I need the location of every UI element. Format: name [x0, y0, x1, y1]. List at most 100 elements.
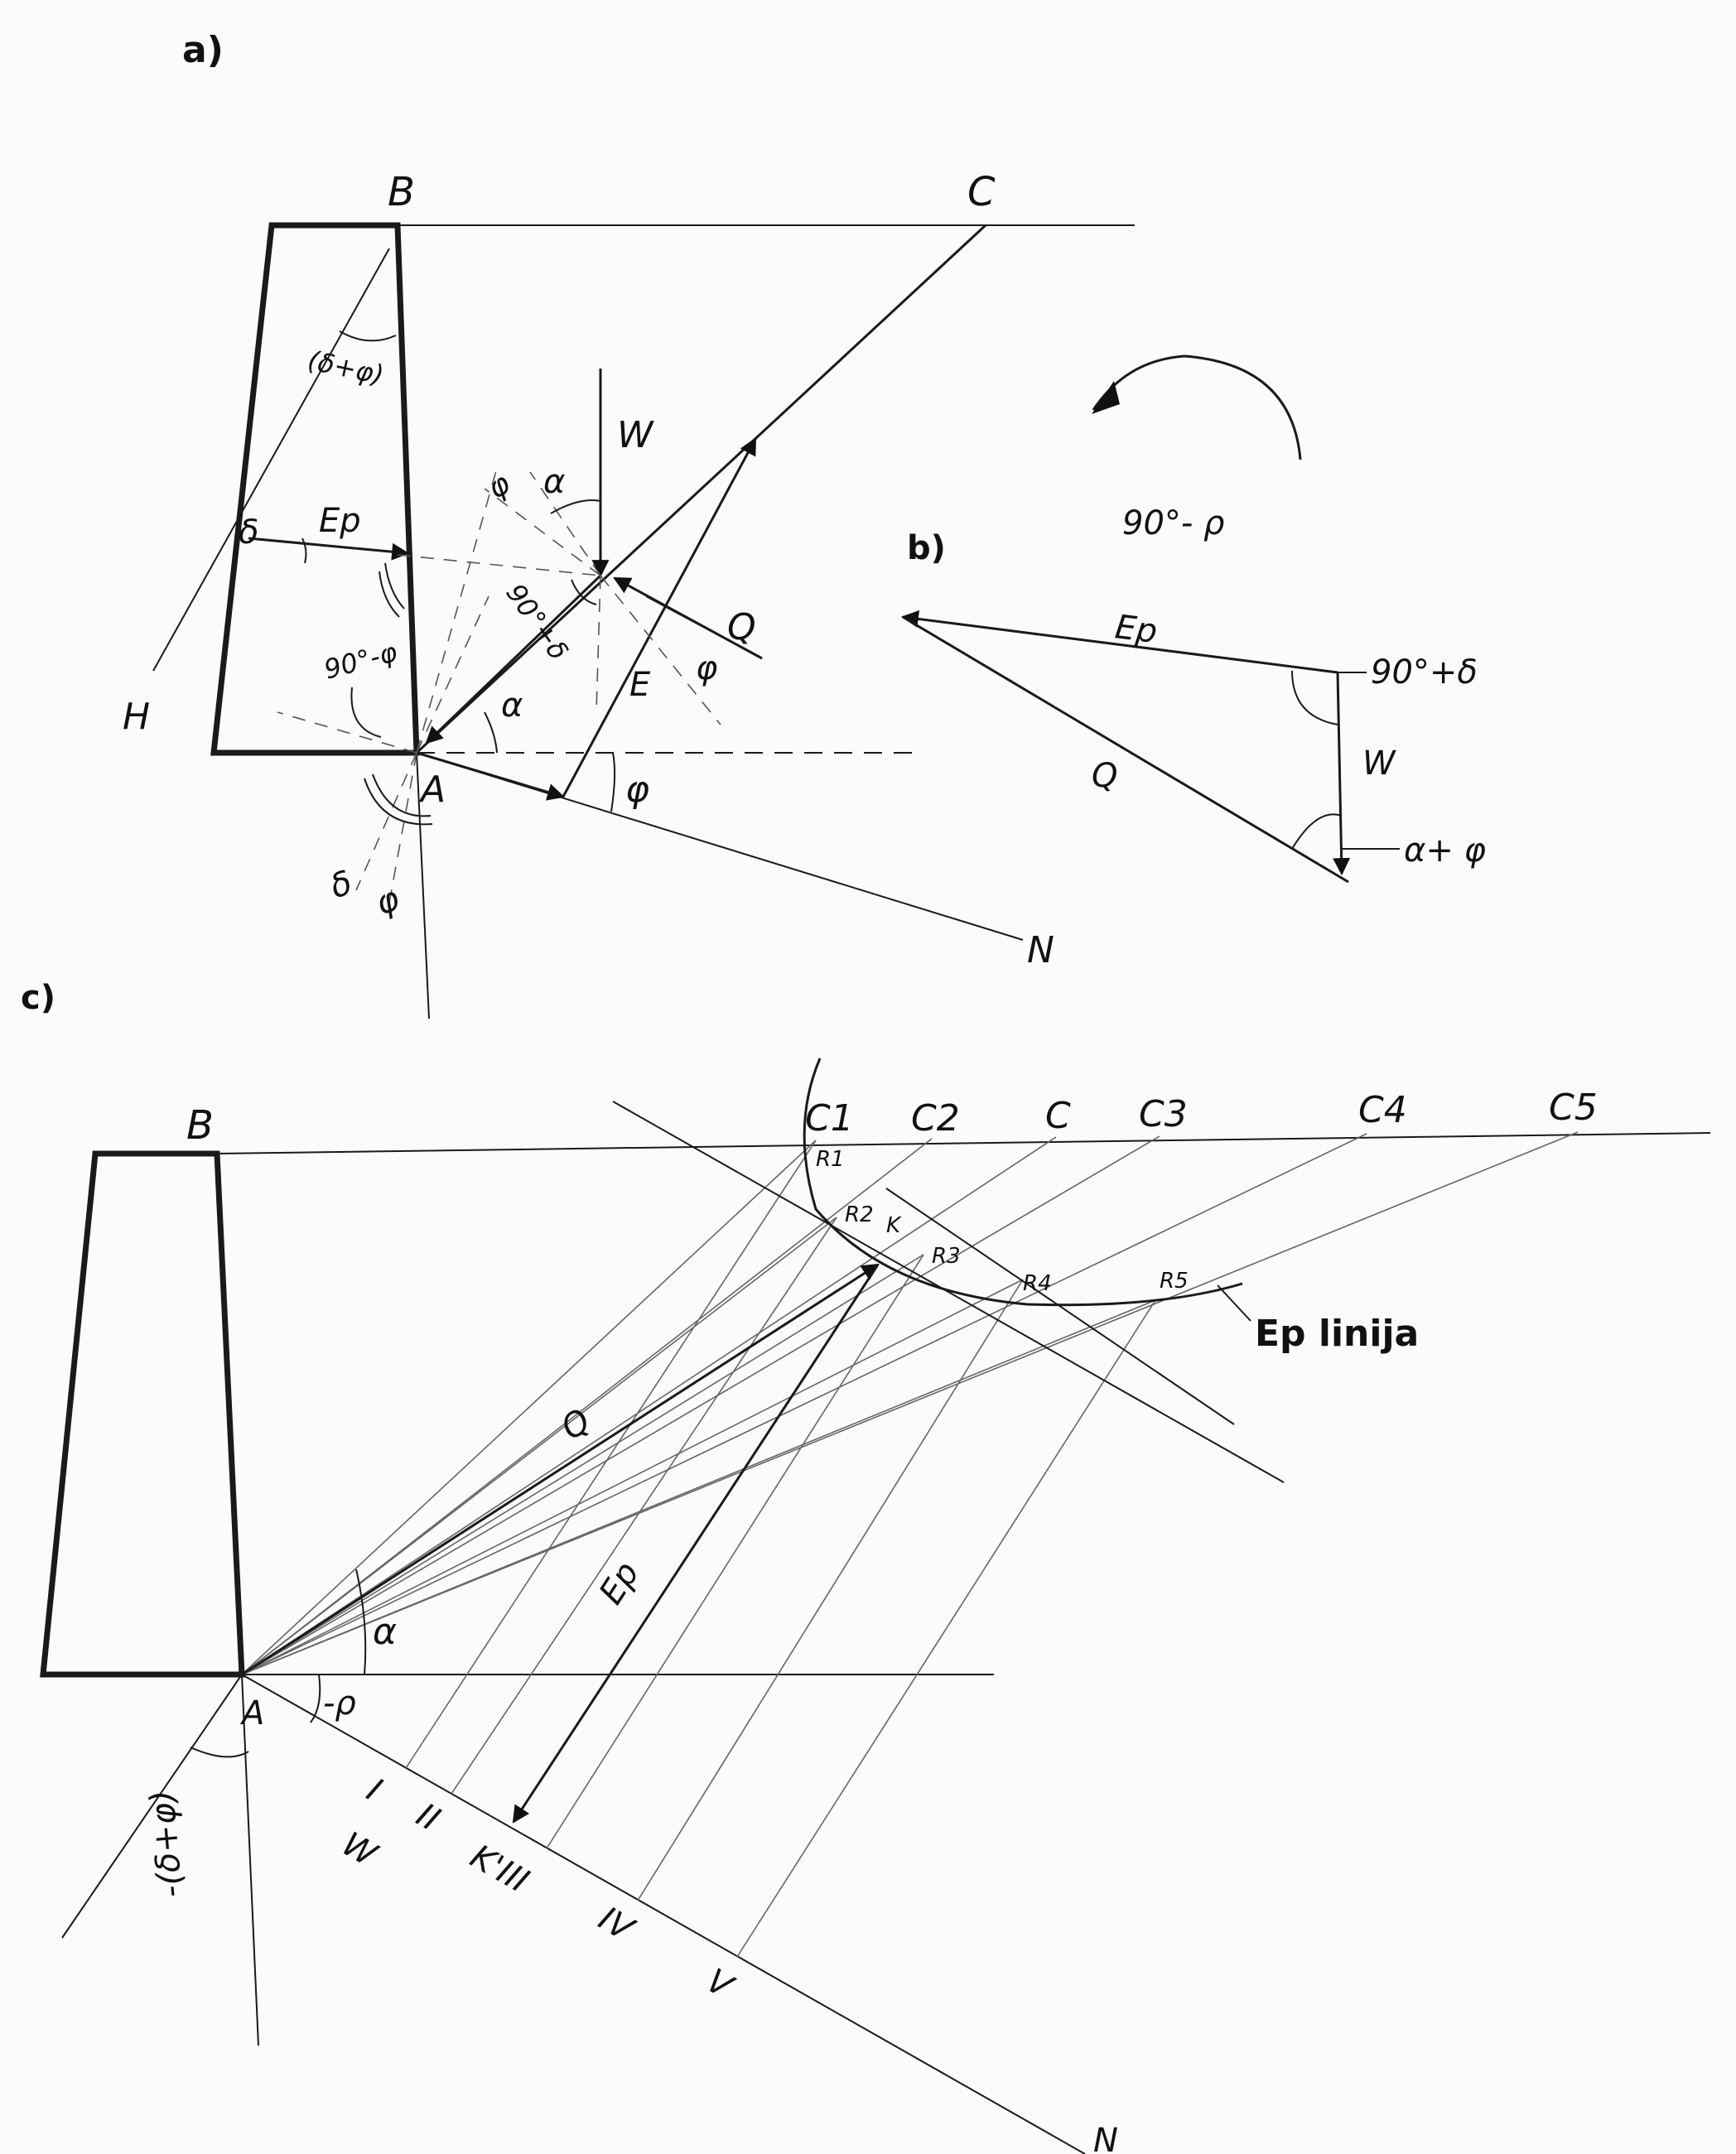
arrow-Ep — [248, 537, 410, 561]
label-Ep-b: Ep — [1113, 608, 1160, 651]
arc-below-A — [372, 773, 432, 817]
panel-c: c) — [21, 979, 1711, 2154]
label-B-a: B — [388, 169, 415, 215]
label-C4: C4 — [1358, 1089, 1407, 1131]
label-roman-V: V — [700, 1962, 740, 2007]
label-minus-delta-phi: -(δ+φ) — [143, 1789, 190, 1900]
ray-A-C5 — [241, 1131, 1579, 1675]
line-H — [152, 248, 390, 672]
arrow-Q-c — [241, 1263, 880, 1676]
label-delta-phi: (δ+φ) — [305, 345, 386, 391]
vertical-line-c — [241, 1674, 259, 2046]
rotation-arrow-head — [1092, 381, 1120, 414]
label-90-delta-a: 90°+δ — [499, 578, 574, 666]
ray-A-R5 — [241, 1299, 1156, 1675]
ray-A-C2 — [241, 1138, 933, 1675]
ray-A-R3 — [241, 1254, 924, 1675]
wall-a — [210, 222, 420, 756]
arc-90-A — [350, 687, 382, 738]
arc-alpha-phi-b — [1291, 813, 1343, 850]
wall-c — [40, 1150, 245, 1678]
arc-center-left — [571, 579, 597, 605]
label-N-a: N — [1027, 929, 1054, 971]
label-C2: C2 — [911, 1097, 960, 1140]
ray-A-C1 — [241, 1140, 817, 1675]
label-ep-line: Ep linija — [1255, 1313, 1419, 1355]
panel-c-label: c) — [21, 979, 55, 1017]
arc-delta-phi-c — [190, 1747, 249, 1758]
label-roman-II: II — [410, 1796, 446, 1839]
ray-A-C3 — [241, 1135, 1160, 1675]
parallel-I — [405, 1140, 817, 1769]
line-Q-b — [902, 615, 1349, 884]
label-Q-a: Q — [727, 606, 756, 648]
ep-line-pointer — [1217, 1284, 1251, 1322]
label-A-c: A — [239, 1694, 264, 1732]
label-W-b: W — [1362, 745, 1396, 783]
label-delta-below-A: δ — [326, 864, 358, 907]
dash-ray-3 — [277, 711, 417, 754]
dash-ray-9 — [596, 575, 601, 713]
arc-delta-phi — [339, 330, 397, 342]
arrow-AN — [416, 751, 566, 801]
label-W-c: W — [335, 1825, 384, 1875]
arc-rho-c — [310, 1674, 321, 1723]
label-Q-b: Q — [1092, 757, 1117, 795]
label-delta-a: δ — [239, 513, 258, 552]
label-B-c: B — [186, 1102, 214, 1149]
arc-90-delta-b — [1291, 670, 1338, 725]
sliding-plane-AC — [415, 224, 987, 754]
label-90-phi: 90°-φ — [321, 636, 400, 686]
label-C5: C5 — [1549, 1087, 1598, 1129]
label-C-c: C — [1045, 1095, 1071, 1137]
label-phi-below-A: φ — [371, 879, 405, 923]
dash-ray-4 — [355, 752, 417, 891]
arc-delta — [301, 537, 307, 564]
dash-ray-2 — [416, 595, 489, 754]
panel-a: a) — [123, 29, 1135, 1019]
rotation-arc — [1092, 354, 1302, 460]
arrow-to-A — [425, 574, 602, 745]
label-R2: R2 — [845, 1202, 874, 1227]
label-alpha-c: α — [373, 1611, 397, 1653]
arc-90-phi-2 — [379, 571, 400, 618]
arc-below-A-2 — [364, 778, 433, 826]
panel-b: b) 90°- ρ Ep 90°+δ W Q α+ φ — [900, 354, 1486, 884]
dash-ray-1 — [416, 467, 498, 754]
label-C-a: C — [967, 169, 996, 215]
ray-A-R4 — [241, 1279, 1024, 1675]
line-to-AC — [562, 437, 757, 798]
label-alpha-bottom: α — [501, 687, 523, 725]
dash-ray-7 — [484, 488, 601, 576]
label-R1: R1 — [816, 1147, 845, 1172]
dash-ray-8 — [529, 471, 601, 576]
label-R3: R3 — [932, 1244, 961, 1269]
parallel-II — [451, 1217, 837, 1795]
label-E-a: E — [629, 666, 651, 704]
label-Q-c: Q — [554, 1401, 597, 1448]
ray-A-C4 — [241, 1133, 1367, 1675]
panel-a-label: a) — [182, 29, 224, 71]
label-90-delta-b: 90°+δ — [1371, 653, 1478, 691]
arrow-W-b — [1333, 672, 1351, 876]
label-alpha-phi-b: α+ φ — [1404, 831, 1486, 870]
label-alpha-top: α — [543, 463, 565, 501]
label-C3: C3 — [1139, 1093, 1188, 1135]
arc-alpha-a — [484, 711, 498, 754]
parallel-V — [736, 1299, 1156, 1958]
label-R5: R5 — [1160, 1269, 1189, 1294]
arc-top-center — [550, 499, 601, 514]
label-phi-top: φ — [482, 466, 516, 506]
label-phi-Q: φ — [696, 649, 717, 687]
dash-ray-5 — [388, 752, 417, 904]
tangent-line-2 — [885, 1188, 1235, 1425]
label-W-a: W — [617, 414, 654, 456]
label-K-III: K'III — [464, 1838, 535, 1901]
label-N-c: N — [1093, 2122, 1118, 2154]
vertical-line-a — [416, 752, 430, 1019]
label-R4: R4 — [1023, 1271, 1052, 1296]
label-90-rho: 90°- ρ — [1122, 504, 1224, 542]
dash-ray-10 — [600, 575, 721, 725]
ray-A-C — [241, 1136, 1057, 1675]
